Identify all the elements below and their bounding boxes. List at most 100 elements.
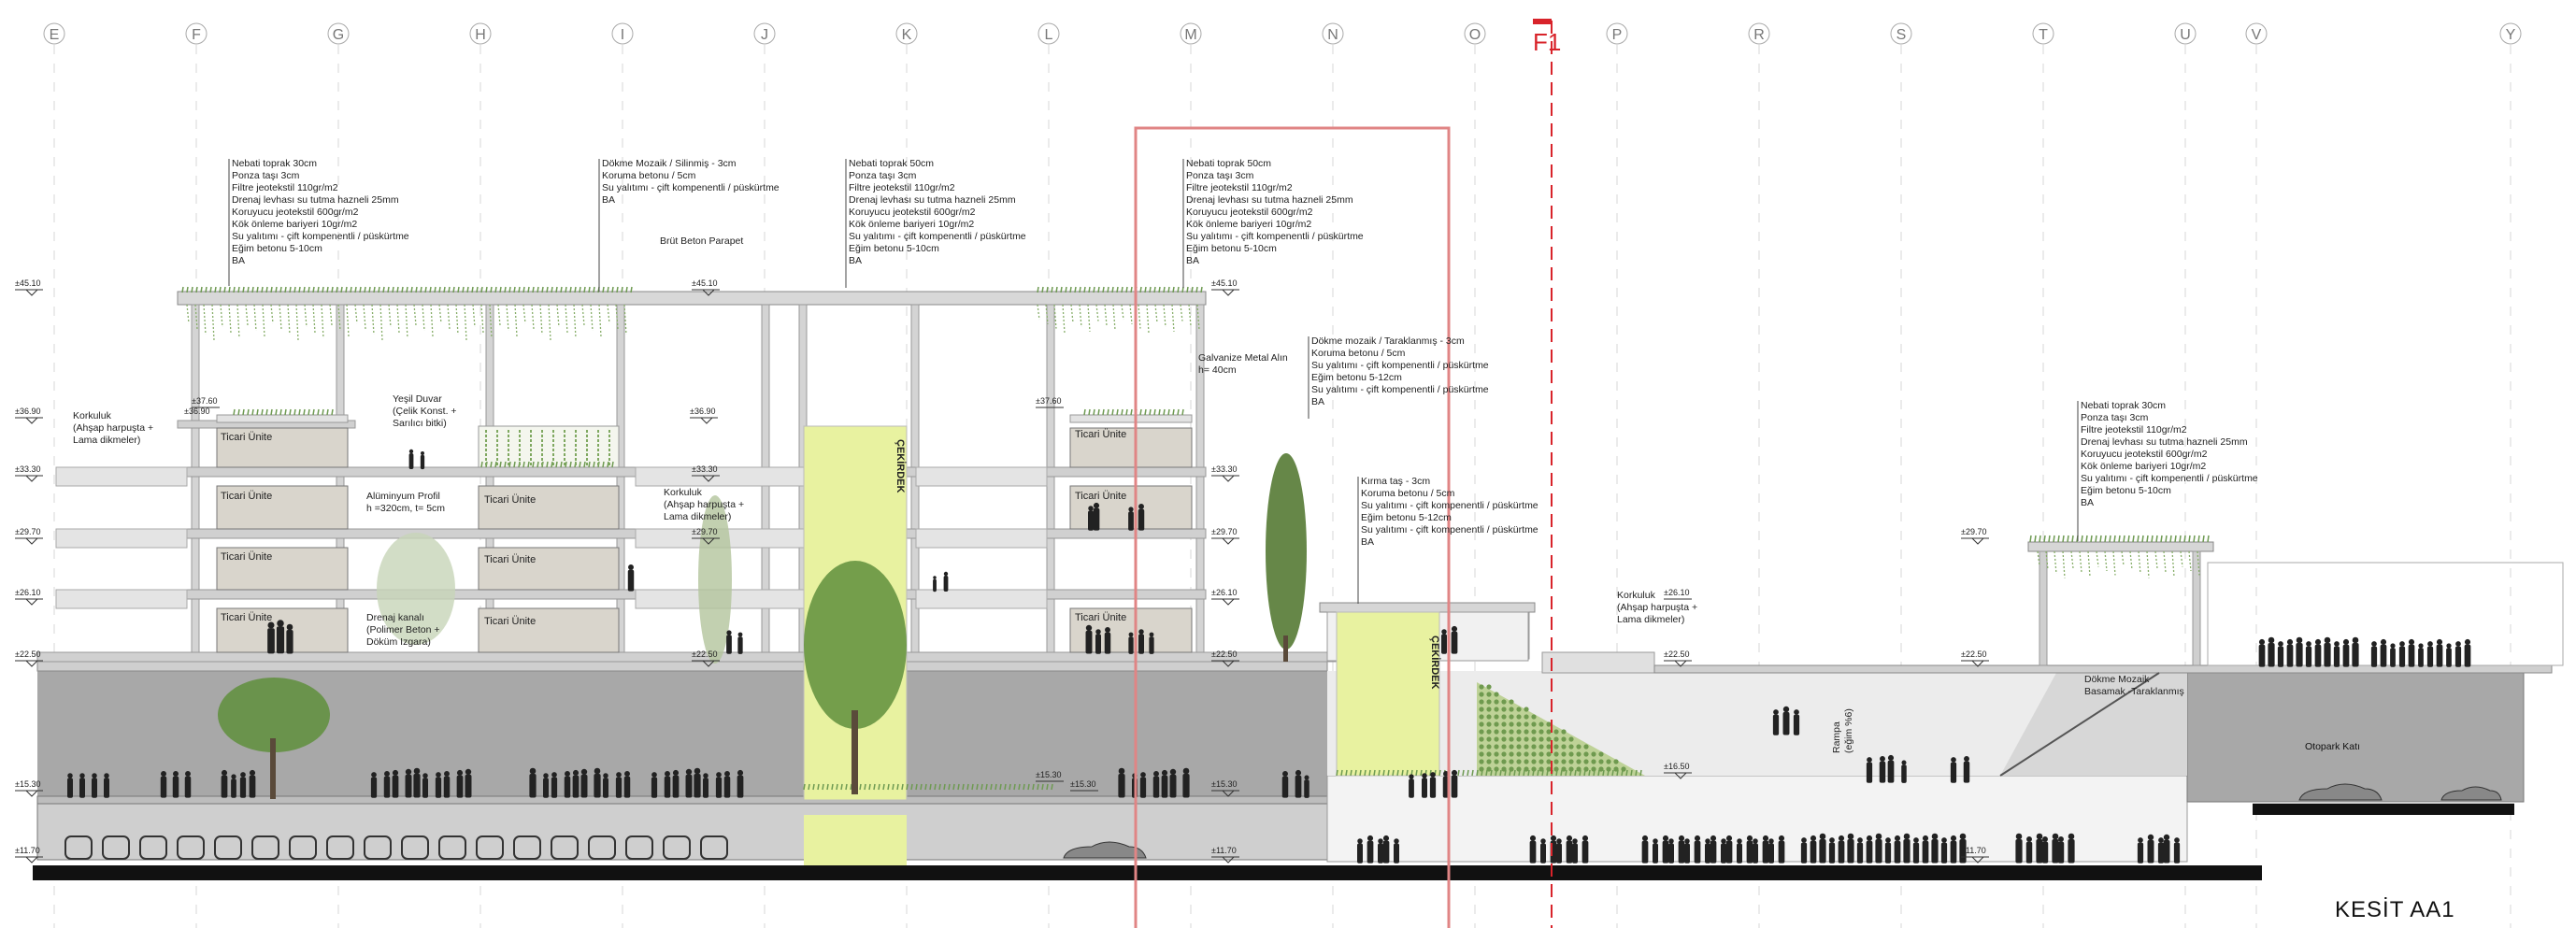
seating-plant: [1501, 751, 1507, 757]
svg-text:±37.60: ±37.60: [1036, 396, 1061, 406]
person: [624, 771, 630, 777]
note-galvanize: Galvanize Metal Alın h= 40cm: [1198, 352, 1288, 376]
person: [408, 453, 414, 469]
person: [1800, 842, 1808, 864]
hanging-plant: [262, 304, 265, 337]
balcony-3330-right: [915, 466, 1048, 487]
svg-text:Su yalıtımı - çift kompenentli: Su yalıtımı - çift kompenentli / püskürt…: [602, 182, 780, 193]
seating-plant: [1516, 766, 1522, 772]
hedge: [1340, 769, 1343, 777]
person: [651, 772, 657, 778]
person: [420, 454, 425, 470]
hedge: [443, 286, 446, 293]
person: [443, 776, 451, 798]
person: [2163, 839, 2170, 864]
seating-plant: [1538, 736, 1544, 742]
person: [694, 767, 701, 775]
person: [2278, 641, 2283, 647]
hedge: [1630, 769, 1633, 777]
person: [1684, 838, 1690, 844]
hedge: [845, 783, 848, 791]
hanging-plant: [245, 304, 249, 326]
core-label: ÇEKİRDEK: [1429, 635, 1441, 690]
hedge: [2071, 535, 2074, 543]
seating-plant: [1486, 707, 1492, 712]
seating-plant: [1524, 736, 1529, 742]
grid-label: M: [1184, 27, 1196, 43]
hedge: [1004, 783, 1007, 791]
seating-plant: [1486, 684, 1492, 690]
svg-text:±36.90: ±36.90: [15, 407, 40, 416]
person: [1737, 838, 1742, 844]
hedge: [971, 783, 974, 791]
person: [615, 777, 623, 798]
person: [384, 771, 390, 777]
seating-plant: [1531, 759, 1537, 764]
unit-label: Ticari Ünite: [221, 551, 272, 563]
hedge: [934, 783, 937, 791]
hanging-plant: [556, 304, 560, 328]
hedge: [2202, 535, 2205, 543]
hanging-plant: [1154, 304, 1158, 323]
svg-text:±26.10: ±26.10: [1664, 588, 1689, 597]
parked-car: [289, 835, 317, 860]
person: [1768, 843, 1774, 864]
level-marker: ±36.90: [690, 407, 718, 424]
hedge: [508, 461, 511, 468]
seating-plant: [1494, 714, 1499, 720]
hanging-plant: [430, 304, 434, 337]
person: [1922, 835, 1929, 842]
person: [79, 773, 85, 778]
note-mozaik: Dökme Mozaik Basamak -Taraklanmış: [2084, 674, 2184, 697]
svg-text:BA: BA: [2081, 497, 2094, 508]
hanging-plant: [1138, 304, 1141, 329]
grid-bubble: [2032, 22, 2054, 45]
hanging-plant: [354, 304, 358, 324]
person: [2025, 841, 2033, 864]
person: [79, 778, 85, 798]
hedge: [373, 286, 376, 293]
seating-plant: [1606, 759, 1611, 764]
hanging-plant: [321, 304, 324, 339]
hedge: [326, 286, 329, 293]
person: [1838, 840, 1845, 864]
hanging-plant: [211, 304, 215, 341]
person: [1169, 774, 1177, 798]
seating-plant: [1561, 759, 1567, 764]
person: [1540, 838, 1546, 844]
person: [1772, 714, 1780, 735]
hedge: [308, 408, 310, 416]
planter-3760-left: [216, 414, 349, 423]
hedge: [438, 286, 441, 293]
hedge: [999, 783, 1002, 791]
section-marker-label: F1: [1533, 28, 1561, 56]
seating-plant: [1501, 744, 1507, 750]
level-marker: ±15.30: [1211, 779, 1239, 797]
svg-text:Filtre jeotekstil 110gr/m2: Filtre jeotekstil 110gr/m2: [232, 182, 338, 193]
person: [2157, 842, 2165, 864]
person: [1394, 843, 1399, 864]
person: [1866, 840, 1873, 864]
person: [1662, 835, 1669, 842]
person: [1887, 760, 1895, 783]
svg-text:±15.30: ±15.30: [1036, 770, 1061, 779]
level-marker: ±37.60: [192, 396, 220, 408]
tree-canopy: [804, 561, 907, 729]
hedge: [616, 286, 619, 293]
parked-car: [551, 835, 579, 860]
hedge: [219, 286, 222, 293]
hanging-plant: [590, 304, 594, 332]
person: [933, 578, 937, 592]
person: [616, 772, 622, 778]
level-marker: ±26.10: [1211, 588, 1239, 606]
person: [1922, 840, 1929, 864]
seating-plant: [1568, 736, 1574, 742]
hedge: [1378, 769, 1381, 777]
hedge: [345, 286, 348, 293]
svg-text:h= 40cm: h= 40cm: [1198, 364, 1237, 376]
person: [2342, 644, 2350, 667]
hedge: [990, 783, 993, 791]
svg-text:Lama dikmeler): Lama dikmeler): [664, 511, 731, 522]
grid-bubble: [1038, 22, 1060, 45]
svg-text:Koruyucu jeotekstil 600gr/m2: Koruyucu jeotekstil 600gr/m2: [849, 207, 976, 218]
